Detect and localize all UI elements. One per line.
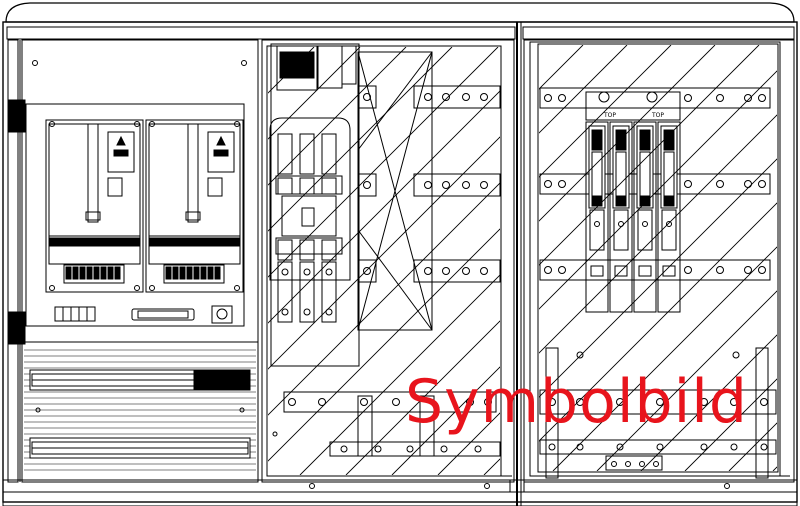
din-terminal-strip <box>193 369 250 391</box>
electricity-meters <box>45 119 244 293</box>
hatch-line <box>772 466 777 471</box>
hatch-line <box>268 182 500 416</box>
copper-busbar-right <box>539 87 777 479</box>
fuse-strip-3 <box>633 121 657 313</box>
hatch-line <box>640 334 777 471</box>
fuse-strip-1 <box>585 121 609 313</box>
hatch-line <box>299 274 500 475</box>
cabinet-plinth <box>268 475 790 493</box>
hatch-line <box>552 246 777 471</box>
hatch-line <box>539 158 777 398</box>
hatch-line <box>345 320 500 475</box>
meter-display-column <box>87 123 99 223</box>
switch-pole-bottom-2 <box>299 239 315 261</box>
switch-pole-top-3 <box>321 133 337 175</box>
busbar-h-2 <box>413 173 501 197</box>
warning-icon <box>216 135 226 146</box>
switch-pole-bottom-1 <box>277 239 293 261</box>
hatch-line <box>268 136 500 370</box>
switch-body <box>281 195 337 237</box>
meter-terminal-block <box>63 264 125 284</box>
hatch-line <box>268 90 500 324</box>
switch-handle <box>301 207 315 227</box>
fuse-label-2: TOP <box>651 112 664 119</box>
hatch-line <box>539 70 777 310</box>
fuse-strip-2 <box>609 121 633 313</box>
hatch-line <box>268 228 500 462</box>
hatch-line <box>539 114 777 354</box>
main-switch <box>269 117 351 323</box>
busbar-h-1 <box>413 85 501 109</box>
din-rail-compartment <box>21 341 278 483</box>
busbar-right-1 <box>539 87 771 109</box>
meter-led <box>107 177 123 197</box>
hatching-right <box>539 45 777 471</box>
hatch-line <box>539 202 777 442</box>
fuse-base-top <box>585 91 681 121</box>
hatch-line <box>268 47 361 140</box>
hatch-line <box>684 378 777 471</box>
meter-display-column <box>187 123 199 223</box>
meter-led <box>207 177 223 197</box>
fuse-label-1: TOP <box>603 112 616 119</box>
left-hinge-strip <box>7 39 26 483</box>
busbar-right-bottom <box>539 389 777 415</box>
right-section <box>523 39 795 483</box>
busbar-right-2 <box>539 173 771 195</box>
meter-terminal-block <box>163 264 225 284</box>
switch-pole-bottom-3 <box>321 239 337 261</box>
hatch-line <box>539 45 672 178</box>
hatch-line <box>268 47 499 278</box>
symbolbild-watermark: Symbolbild <box>405 367 749 437</box>
switch-pole-top-2 <box>299 133 315 175</box>
hatch-line <box>268 47 453 232</box>
busbar-bottom-2 <box>329 441 501 457</box>
meter-nameplate <box>207 131 235 173</box>
hatching-middle <box>268 47 500 475</box>
hatch-line <box>539 45 716 222</box>
electricity-meter-right <box>145 119 244 293</box>
hatch-line <box>539 45 628 134</box>
hatch-line <box>596 290 777 471</box>
meter-nameplate <box>107 131 135 173</box>
fuse-strip-4 <box>657 121 681 313</box>
hatch-line <box>268 47 407 186</box>
warning-icon <box>116 135 126 146</box>
copper-busbar-middle <box>283 85 501 457</box>
vertical-support <box>545 347 559 479</box>
busbar-bottom-1 <box>283 391 497 413</box>
meter-terminal-row <box>54 305 233 324</box>
hatch-line <box>539 45 760 266</box>
busbar-right-3 <box>539 259 771 281</box>
nh-fuse-strips <box>585 91 681 313</box>
hatch-line <box>391 366 500 475</box>
vertical-support <box>755 347 769 479</box>
electricity-meter-left <box>45 119 144 293</box>
busbar-h-3 <box>413 259 501 283</box>
switch-pole-top-1 <box>277 133 293 175</box>
